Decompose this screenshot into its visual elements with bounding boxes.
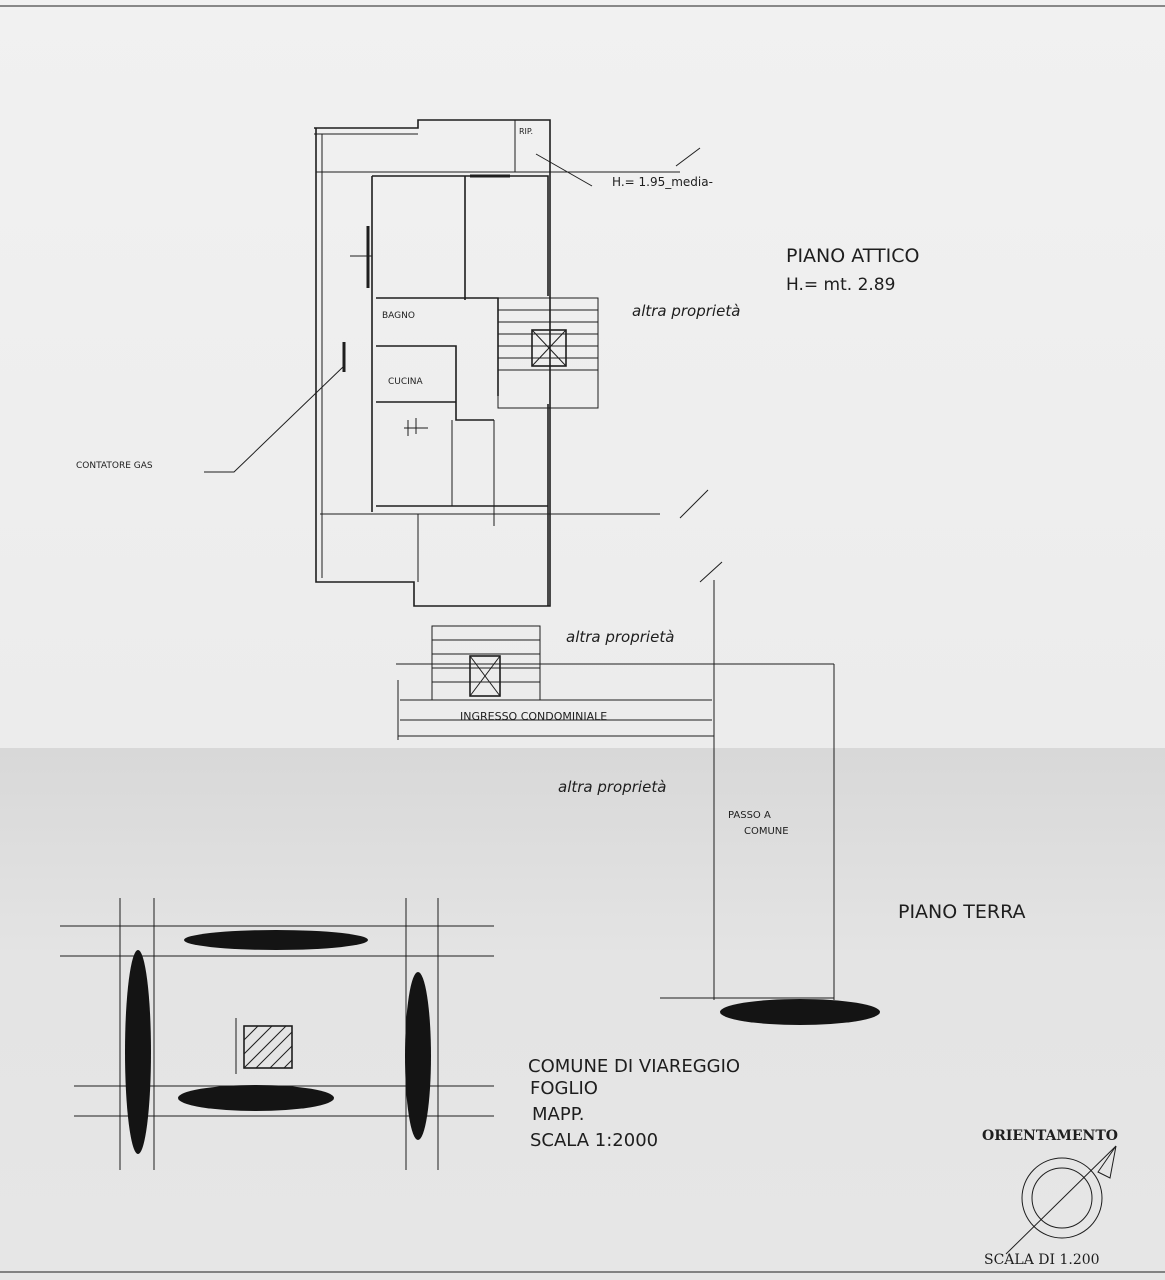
- ground-title: PIANO TERRA: [898, 901, 1026, 923]
- redaction-mark: [178, 1085, 334, 1111]
- foglio-label: FOGLIO: [530, 1078, 598, 1099]
- cucina-label: CUCINA: [388, 377, 424, 387]
- redaction-mark: [405, 972, 431, 1140]
- mapp-label: MAPP.: [532, 1104, 584, 1125]
- redaction-mark: [184, 930, 368, 950]
- parcel-hatch: [243, 1025, 293, 1069]
- rip-label: RIP.: [519, 127, 533, 136]
- altra-proprieta-label: altra proprietà: [632, 302, 740, 320]
- ingresso-label: INGRESSO CONDOMINIALE: [460, 710, 607, 723]
- attic-title: PIANO ATTICO: [786, 245, 920, 267]
- north-arrow-icon: [1005, 1145, 1117, 1255]
- attic-outer-wall: [314, 119, 551, 607]
- bagno-label: BAGNO: [382, 311, 415, 321]
- scala-label: SCALA 1:2000: [530, 1130, 658, 1151]
- orientation-scale: SCALA DI 1.200: [984, 1252, 1100, 1268]
- redaction-mark: [720, 999, 880, 1025]
- sheet-upper-half: [0, 0, 1165, 748]
- gas-meter-leader: [204, 365, 345, 473]
- altra-proprieta-label: altra proprietà: [566, 628, 674, 646]
- passo-comune-label: PASSO A: [728, 810, 771, 821]
- attic-plan: [314, 119, 709, 607]
- redaction-mark: [125, 950, 151, 1154]
- contatore-gas-label: CONTATORE GAS: [76, 461, 153, 471]
- altra-proprieta-label: altra proprietà: [558, 778, 666, 796]
- sheet-lower-half: [0, 748, 1165, 1280]
- orientation-title: ORIENTAMENTO: [982, 1128, 1118, 1144]
- ground-floor-plan: [396, 561, 835, 1000]
- h-media-label: H.= 1.95_media-: [612, 175, 713, 189]
- cadastral-map: [60, 898, 880, 1170]
- passo-comune-label: COMUNE: [744, 826, 789, 837]
- comune-label: COMUNE DI VIAREGGIO: [528, 1056, 740, 1077]
- attic-height: H.= mt. 2.89: [786, 275, 895, 295]
